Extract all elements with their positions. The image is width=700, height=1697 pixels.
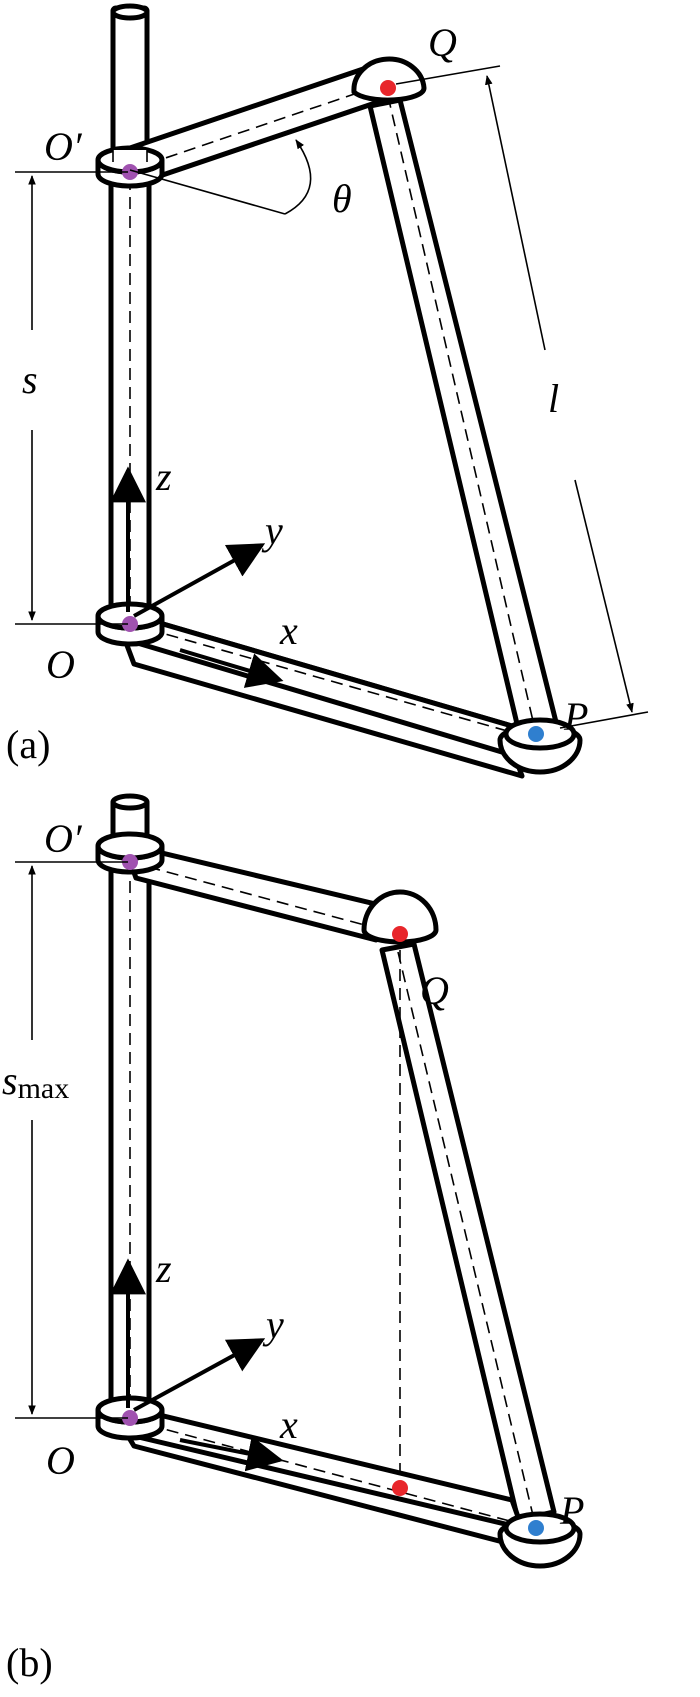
panel-a: O′ Q θ s l z y x O P (a) bbox=[6, 3, 649, 779]
joint-p-dot-b bbox=[528, 1520, 544, 1536]
label-theta: θ bbox=[332, 176, 352, 221]
x-axis-arrow-b bbox=[179, 1435, 284, 1472]
arm-q-p-b bbox=[379, 941, 557, 1529]
label-s-max: smax bbox=[2, 1058, 69, 1105]
dimension-l bbox=[395, 65, 649, 729]
label-s-max-main: s bbox=[2, 1058, 18, 1103]
joint-o-prime-dot-b bbox=[122, 854, 138, 870]
label-x: x bbox=[279, 608, 298, 653]
caption-a: (a) bbox=[6, 722, 50, 767]
arm-o-p-b bbox=[119, 1403, 537, 1551]
y-axis-arrow-b bbox=[133, 1338, 266, 1412]
label-p-b: P bbox=[559, 1488, 584, 1533]
joint-q-dot-b bbox=[392, 926, 408, 942]
label-l: l bbox=[548, 376, 559, 421]
label-s: s bbox=[22, 357, 38, 402]
label-x-b: x bbox=[279, 1402, 298, 1447]
label-q: Q bbox=[428, 20, 457, 65]
label-z-b: z bbox=[155, 1246, 172, 1291]
x-axis-arrow bbox=[179, 648, 284, 688]
arm-o-prime-q-b bbox=[121, 841, 399, 943]
label-o-b: O bbox=[46, 1438, 75, 1483]
joint-q-ball bbox=[351, 56, 427, 103]
label-z: z bbox=[155, 454, 172, 499]
joint-q-ball-b bbox=[361, 889, 439, 945]
theta-angle-marker bbox=[129, 139, 312, 215]
label-y-b: y bbox=[262, 1302, 284, 1347]
joint-q-dot bbox=[380, 80, 396, 96]
label-o-prime: O′ bbox=[44, 124, 83, 169]
label-o: O bbox=[46, 642, 75, 687]
arm-q-p bbox=[367, 95, 559, 735]
joint-p-dot bbox=[528, 726, 544, 742]
label-p: P bbox=[563, 694, 588, 739]
label-s-max-sub: max bbox=[18, 1072, 70, 1105]
joint-o-prime-dot bbox=[122, 164, 138, 180]
label-q-b: Q bbox=[420, 968, 449, 1013]
joint-o-dot bbox=[122, 616, 138, 632]
joint-o-dot-b bbox=[122, 1410, 138, 1426]
dimension-s bbox=[15, 171, 128, 625]
arm-o-p bbox=[119, 609, 533, 779]
panel-b: O′ Q smax z y x O P (b) bbox=[2, 793, 584, 1685]
q-projection-dot bbox=[392, 1480, 408, 1496]
y-axis-arrow bbox=[133, 543, 266, 618]
dimension-s-max bbox=[15, 861, 128, 1419]
label-y: y bbox=[261, 508, 283, 553]
label-o-prime-b: O′ bbox=[44, 816, 83, 861]
caption-b: (b) bbox=[6, 1640, 53, 1685]
